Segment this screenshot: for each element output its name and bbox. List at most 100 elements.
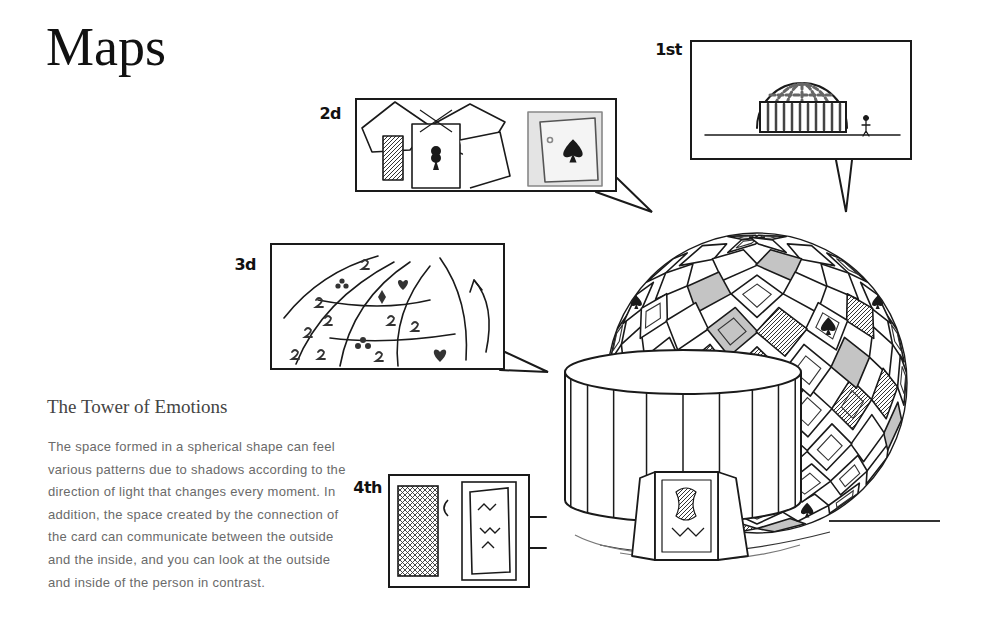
card-sphere-part-part bbox=[645, 303, 660, 328]
sketch-second-part bbox=[420, 110, 452, 132]
card-sphere-part bbox=[806, 303, 848, 350]
sketch-third-part-part bbox=[434, 350, 446, 362]
card-sphere-part-part bbox=[801, 503, 813, 518]
card-sphere-part-part bbox=[872, 368, 898, 418]
entrance-card-part bbox=[662, 480, 711, 552]
entrance-card-part bbox=[655, 472, 718, 560]
card-sphere-part bbox=[666, 303, 708, 350]
card-sphere-part-part bbox=[821, 317, 836, 335]
card-sphere-part-part bbox=[707, 307, 758, 356]
description-text: The space formed in a spherical shape ca… bbox=[48, 436, 346, 594]
sketch-second-part bbox=[412, 124, 460, 188]
sketch-third-part-part bbox=[318, 350, 325, 359]
sketch-first-part bbox=[768, 104, 840, 130]
panel-label: 1st bbox=[655, 40, 682, 59]
sketch-second-part bbox=[548, 138, 553, 143]
card-band-part bbox=[778, 385, 780, 513]
sketch-third-part-part bbox=[339, 278, 344, 283]
sketch-third-part-part bbox=[355, 343, 361, 349]
sketch-third-part-part bbox=[362, 260, 369, 269]
card-sphere-part-part bbox=[806, 303, 848, 350]
card-band-part bbox=[565, 350, 801, 522]
sketch-third-part-part bbox=[376, 352, 383, 361]
sketch-third-part-part bbox=[316, 298, 323, 307]
card-sphere-part bbox=[750, 237, 787, 252]
entrance-card-part bbox=[672, 528, 704, 536]
sketch-third-part-part bbox=[305, 328, 312, 337]
sketch-second-part bbox=[540, 118, 598, 182]
card-sphere-part-part bbox=[832, 379, 872, 430]
sketch-first bbox=[705, 83, 900, 136]
panel-label: 4th bbox=[353, 478, 382, 497]
card-sphere-part-part bbox=[841, 390, 863, 418]
sketch-third-part bbox=[397, 266, 430, 366]
card-sphere-part bbox=[756, 307, 807, 356]
card-sphere-part-part bbox=[816, 313, 839, 339]
sketch-fourth-part bbox=[478, 504, 500, 548]
card-sphere-part-part bbox=[631, 295, 642, 309]
card-sphere-part-part bbox=[656, 264, 693, 300]
card-sphere-part bbox=[872, 368, 898, 418]
sketch-third-part bbox=[330, 334, 455, 341]
sketch-panel: 3d bbox=[270, 243, 505, 370]
card-sphere-part bbox=[707, 307, 758, 356]
sketch-third-part bbox=[296, 262, 394, 364]
panel-tails-part bbox=[500, 352, 548, 372]
card-sphere-part-part bbox=[847, 294, 874, 339]
panel-tails-part bbox=[836, 160, 852, 212]
entrance-card-part bbox=[632, 472, 655, 560]
sketch-first-part bbox=[760, 102, 846, 132]
ground-shadow-part bbox=[575, 535, 640, 552]
sketch-third-part-part bbox=[388, 316, 395, 325]
card-sphere-part-part bbox=[821, 264, 858, 300]
sketch-third-part-part bbox=[412, 322, 419, 331]
card-band-part bbox=[570, 379, 572, 507]
sketch-fourth-part bbox=[398, 486, 438, 576]
card-sphere-part bbox=[821, 264, 858, 300]
sketch-third-part-part bbox=[335, 283, 340, 288]
sketch-third-part bbox=[340, 262, 410, 366]
sketch-second bbox=[362, 102, 602, 188]
panel-tails-part bbox=[530, 517, 546, 548]
panel-tails-part bbox=[596, 178, 652, 212]
sketch-third bbox=[284, 256, 489, 366]
sketch-panel: 2d bbox=[355, 98, 617, 192]
sketch-fourth-part bbox=[470, 488, 510, 574]
card-sphere-part-part bbox=[666, 303, 708, 350]
ground-shadow bbox=[575, 521, 940, 560]
sketch-fourth-part bbox=[444, 500, 448, 516]
sketch-panel: 1st bbox=[690, 40, 912, 160]
card-sphere-part bbox=[847, 294, 874, 339]
card-sphere-part-part bbox=[736, 240, 756, 248]
sketch-third-part-part bbox=[360, 337, 366, 343]
sketch-third-part bbox=[440, 258, 466, 360]
sketch-third-part-part bbox=[292, 350, 299, 359]
sketch-third-part bbox=[474, 280, 489, 352]
card-sphere-part-part bbox=[756, 307, 807, 356]
sketch-fourth-part bbox=[462, 482, 516, 580]
card-band-part bbox=[752, 390, 754, 518]
sketch-panel: 4th bbox=[388, 474, 530, 588]
card-band-part bbox=[565, 372, 801, 394]
card-sphere-part bbox=[832, 379, 872, 430]
card-sphere-part-part bbox=[872, 295, 883, 309]
entrance-card bbox=[632, 472, 748, 560]
sketch-third-part-part bbox=[398, 280, 408, 290]
sketch-second-part bbox=[460, 132, 510, 188]
sketch-third-part bbox=[335, 278, 446, 362]
card-band bbox=[565, 350, 801, 522]
sketch-first-part bbox=[705, 134, 900, 136]
card-sphere-part-part bbox=[718, 318, 746, 345]
card-sphere-part bbox=[640, 294, 667, 339]
card-band-part bbox=[794, 379, 796, 507]
card-sphere-part-part bbox=[901, 366, 906, 394]
sketch-second-part bbox=[528, 112, 602, 186]
sketch-second-part bbox=[433, 160, 439, 170]
sketch-second-part bbox=[383, 136, 403, 180]
sketch-fourth bbox=[398, 482, 516, 580]
card-sphere-part-part bbox=[743, 284, 771, 307]
sketch-third-part bbox=[292, 260, 419, 361]
panel-label: 3d bbox=[234, 255, 256, 274]
page-title: Maps bbox=[46, 18, 166, 77]
